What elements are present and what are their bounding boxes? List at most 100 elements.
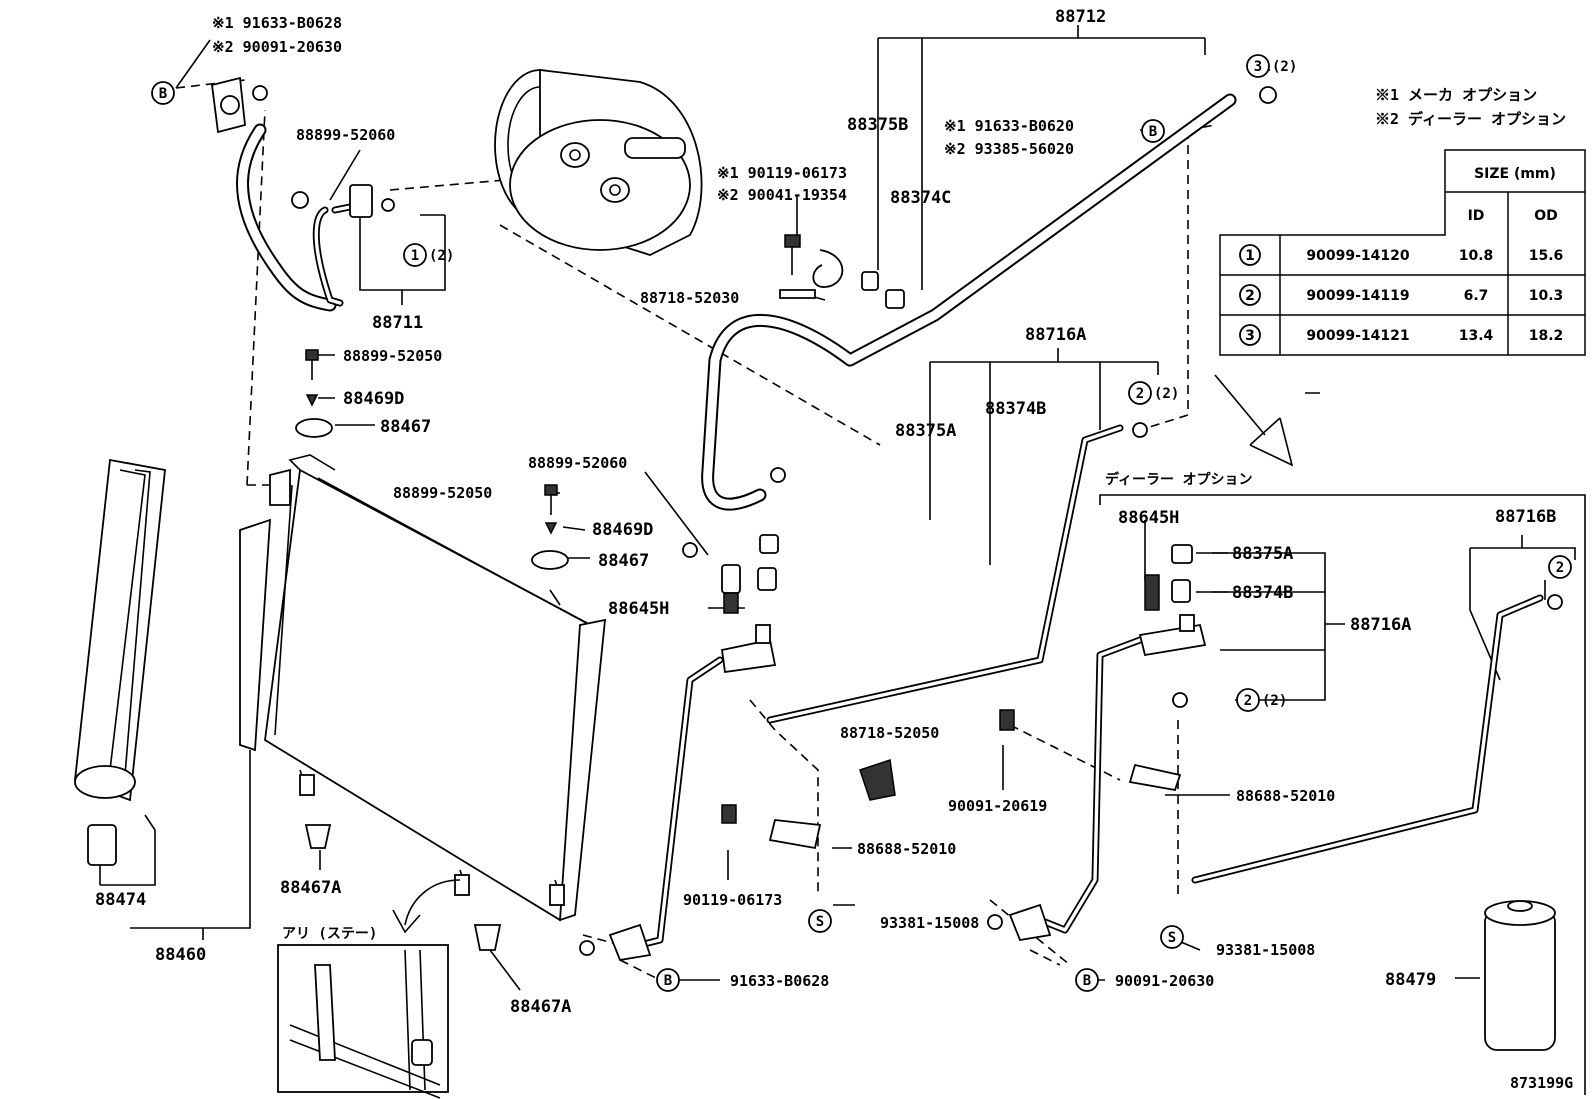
compressor	[494, 68, 703, 256]
label-88374B-r: 88374B	[1232, 583, 1293, 603]
legend-dealer-option: ※2 ディーラー オプション	[1375, 110, 1566, 128]
marker-s-2: S	[1160, 925, 1184, 949]
label-88718-52030: 88718-52030	[640, 289, 739, 307]
marker-b-2-text: B	[1149, 124, 1157, 140]
label-88469D-a: 88469D	[343, 389, 404, 409]
size-table-col-od: OD	[1534, 208, 1558, 224]
marker-ref-2c: 2	[1548, 555, 1572, 579]
marker-ref-3: 3 (2)	[1246, 54, 1297, 78]
size-row-ref: 2	[1245, 288, 1255, 304]
size-row-od: 15.6	[1529, 248, 1564, 264]
label-88374B-top: 88374B	[985, 399, 1046, 419]
label-bolt-b-2-opt2: ※2 93385-56020	[944, 140, 1074, 158]
label-91633-B0628: 91633-B0628	[730, 972, 829, 990]
label-88467-a: 88467	[380, 417, 431, 437]
legend: ※1 メーカ オプション ※2 ディーラー オプション	[1375, 86, 1566, 128]
label-dealer-option: ディーラー オプション	[1105, 471, 1252, 488]
marker-ref-2b-text: 2	[1244, 693, 1252, 709]
label-88716A-top: 88716A	[1025, 325, 1086, 345]
label-bolt-b-2-opt1: ※1 91633-B0620	[944, 117, 1074, 135]
label-88467A-a: 88467A	[280, 878, 341, 898]
label-88474: 88474	[95, 890, 146, 910]
condenser	[239, 454, 607, 922]
label-90091-20630: 90091-20630	[1115, 972, 1214, 990]
label-88374C: 88374C	[890, 188, 951, 208]
label-88718-52050: 88718-52050	[840, 724, 939, 742]
marker-s-1-text: S	[816, 914, 824, 930]
size-row-part: 90099-14121	[1306, 328, 1409, 344]
marker-ref-2c-text: 2	[1556, 560, 1564, 576]
marker-b-4-text: B	[1083, 973, 1091, 989]
label-88375A-r: 88375A	[1232, 544, 1293, 564]
diagram-code: 873199G	[1510, 1074, 1573, 1092]
label-88375A-top: 88375A	[895, 421, 956, 441]
label-88688-52010-b: 88688-52010	[1236, 787, 1335, 805]
marker-ref-1: 1 (2)	[403, 243, 454, 267]
marker-ref-2a-text: 2	[1136, 386, 1144, 402]
marker-ref-3-qty: (2)	[1272, 59, 1297, 75]
label-88711: 88711	[372, 313, 423, 333]
inset-stay	[277, 944, 449, 1099]
marker-ref-2b: 2 (2)	[1236, 688, 1287, 712]
marker-b-4: B	[1075, 968, 1099, 992]
label-88716B: 88716B	[1495, 507, 1556, 527]
marker-b-2: B	[1141, 119, 1165, 143]
marker-b-1: B	[151, 81, 175, 105]
marker-ref-2b-qty: (2)	[1262, 693, 1287, 709]
label-88467-b: 88467	[598, 551, 649, 571]
label-88467A-b: 88467A	[510, 997, 571, 1017]
size-row-id: 10.8	[1459, 248, 1494, 264]
label-88899-52050-a: 88899-52050	[343, 347, 442, 365]
callout-markers: B B B B S S 1 (2) 3 (2) 2 (2) 2 (2) 2	[151, 54, 1572, 992]
small-parts	[211, 76, 1563, 1051]
label-88899-52060-b: 88899-52060	[528, 454, 627, 472]
label-93381-15008-a: 93381-15008	[880, 914, 979, 932]
size-row-id: 6.7	[1464, 288, 1489, 304]
size-row-ref: 1	[1245, 248, 1255, 264]
label-88716A-r: 88716A	[1350, 615, 1411, 635]
size-row-od: 18.2	[1529, 328, 1564, 344]
label-88712: 88712	[1055, 7, 1106, 27]
size-row-ref: 3	[1245, 328, 1255, 344]
marker-b-1-text: B	[159, 86, 167, 102]
marker-ref-1-qty: (2)	[429, 248, 454, 264]
label-88645H-a: 88645H	[608, 599, 669, 619]
size-table-col-id: ID	[1468, 208, 1485, 224]
label-bolt-c-opt1: ※1 90119-06173	[717, 164, 847, 182]
size-table-header: SIZE (mm)	[1474, 166, 1556, 182]
label-bolt-b-1-opt1: ※1 91633-B0628	[212, 14, 342, 32]
condenser-seal	[74, 458, 166, 866]
marker-ref-3-text: 3	[1254, 59, 1262, 75]
size-row-id: 13.4	[1459, 328, 1494, 344]
label-90091-20619: 90091-20619	[948, 797, 1047, 815]
marker-s-2-text: S	[1168, 930, 1176, 946]
label-bolt-c-opt2: ※2 90041-19354	[717, 186, 847, 204]
size-row-part: 90099-14120	[1306, 248, 1409, 264]
refrigerant-pipes	[236, 93, 1544, 949]
size-row-od: 10.3	[1529, 288, 1564, 304]
size-table: SIZE (mm) ID OD 1 90099-14120 10.8 15.6 …	[1219, 149, 1586, 356]
label-88460: 88460	[155, 945, 206, 965]
label-90119-06173: 90119-06173	[683, 891, 782, 909]
label-88479: 88479	[1385, 970, 1436, 990]
part-labels: ※1 91633-B0628 ※2 90091-20630 ※1 91633-B…	[95, 7, 1573, 1092]
marker-s-1: S	[808, 909, 832, 933]
label-88469D-b: 88469D	[592, 520, 653, 540]
label-88899-52050-b: 88899-52050	[393, 484, 492, 502]
marker-ref-2a: 2 (2)	[1128, 381, 1179, 405]
label-inset: アリ (ステー)	[282, 926, 377, 942]
marker-ref-2a-qty: (2)	[1154, 386, 1179, 402]
label-88645H-b: 88645H	[1118, 508, 1179, 528]
legend-maker-option: ※1 メーカ オプション	[1375, 86, 1537, 104]
arrows	[392, 374, 1294, 934]
label-88375B: 88375B	[847, 115, 908, 135]
label-bolt-b-1-opt2: ※2 90091-20630	[212, 38, 342, 56]
label-88899-52060-a: 88899-52060	[296, 126, 395, 144]
marker-b-3-text: B	[664, 973, 672, 989]
label-93381-15008-b: 93381-15008	[1216, 941, 1315, 959]
marker-b-3: B	[656, 968, 680, 992]
label-88688-52010-a: 88688-52010	[857, 840, 956, 858]
marker-ref-1-text: 1	[411, 248, 419, 264]
size-row-part: 90099-14119	[1306, 288, 1409, 304]
